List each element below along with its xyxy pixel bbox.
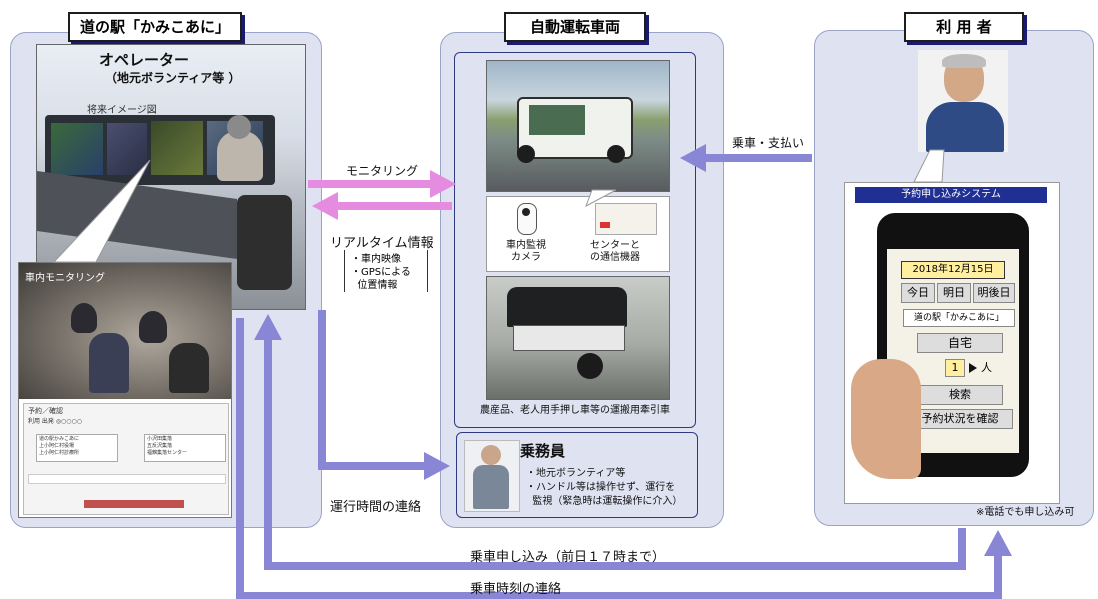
ride-payment-label: 乗車・支払い [732,136,805,150]
realtime-item: ・車内映像 [351,254,401,265]
ride-time-contact-arrow [236,318,1012,599]
crew-bullet: ・ハンドル等は操作せず、運行を [526,482,676,493]
app-destination-button[interactable]: 自宅 [917,333,1003,353]
app-day-after-tomorrow-button[interactable]: 明後日 [973,283,1015,303]
form-title: 予約／確認 [28,407,63,415]
reservation-app-callout: 予約申し込みシステム 2018年12月15日 今日 明日 明後日 道の駅「かみこ… [844,182,1060,504]
form-list-right-item: 福舘集落センター [147,450,188,456]
app-count-field[interactable]: 1 [945,359,965,377]
monitoring-title: 車内モニタリング [25,273,105,284]
future-image-caption: 将来イメージ図 [87,105,157,116]
operator-chair [237,195,292,290]
operation-contact-arrow [318,310,450,480]
trailer-label: 農産品、老人用手押し車等の運搬用牽引車 [480,405,670,416]
station-title: 道の駅「かみこあに」 [68,12,242,42]
form-list-right: 小沢田集落 五反沢集落 福舘集落センター [144,434,226,462]
monitoring-screen: 車内モニタリング 予約／確認 利用 出発 ◎○○○○ 道の駅かみこあに 上小阿仁… [18,262,232,518]
ride-time-contact-label: 乗車時刻の連絡 [470,582,562,597]
form-list-left-item: 道の駅かみこあに [39,436,80,442]
ride-payment-arrow [680,144,812,172]
hand [851,359,921,479]
user-title: 利 用 者 [904,12,1024,42]
form-list-right-item: 小沢田集落 [147,436,173,442]
form-list-left-item: 上小阿仁村役場 [39,443,75,449]
camera-label: 車内監視 カメラ [506,240,546,263]
comm-device-icon [595,203,657,235]
monitoring-label: モニタリング [346,164,419,178]
operator-title: オペレーター [99,51,190,69]
phone-note: ※電話でも申し込み可 [976,507,1075,518]
app-day-tomorrow-button[interactable]: 明日 [937,283,971,303]
app-system-title: 予約申し込みシステム [855,187,1047,203]
crew-bullet: 監視（緊急時は運転操作に介入） [526,496,683,507]
user-photo [918,50,1008,152]
app-count-unit: 人 [981,361,992,374]
vehicle-callout-pointer [585,189,617,208]
app-origin-field[interactable]: 道の駅「かみこあに」 [903,309,1015,327]
app-count-increment-icon[interactable] [969,363,977,373]
crew-photo [464,440,520,512]
camera-icon [517,203,537,235]
form-line: 利用 出発 ◎○○○○ [28,418,82,425]
realtime-item: 位置情報 [351,280,398,291]
trailer-cover [507,287,627,327]
reservation-form: 予約／確認 利用 出発 ◎○○○○ 道の駅かみこあに 上小阿仁村役場 上小阿仁村… [23,403,229,515]
monitoring-video: 車内モニタリング [19,263,231,399]
realtime-info-label: リアルタイム情報 [330,236,434,251]
app-callout-pointer [913,149,945,183]
operator-figure [217,131,263,181]
crew-bullet: ・地元ボランティア等 [526,468,626,479]
app-search-button[interactable]: 検索 [917,385,1003,405]
operator-subtitle: （地元ボランティア等 ） [105,71,241,85]
ride-request-arrow [254,314,966,570]
form-submit-button[interactable] [84,500,184,508]
autonomous-vehicle-photo [486,60,670,192]
monitor-callout-pointer [52,159,151,263]
realtime-info-arrow [312,192,452,220]
app-date: 2018年12月15日 [901,261,1005,279]
app-check-status-button[interactable]: 予約状況を確認 [907,409,1013,429]
vehicle-title: 自動運転車両 [504,12,646,42]
form-date-row [28,474,226,484]
realtime-items-box: ・車内映像 ・GPSによる 位置情報 [344,250,428,292]
equipment-callout [486,196,670,272]
form-list-right-item: 五反沢集落 [147,443,173,449]
comm-device-label: センターと の通信機器 [590,240,640,263]
operation-contact-label: 運行時間の連絡 [330,500,422,515]
form-list-left-item: 上小阿仁村診療所 [39,450,80,456]
form-list-left: 道の駅かみこあに 上小阿仁村役場 上小阿仁村診療所 [36,434,118,462]
trailer-photo [486,276,670,400]
realtime-item: ・GPSによる [351,267,411,278]
ride-request-label: 乗車申し込み（前日１７時まで） [470,550,666,565]
app-day-today-button[interactable]: 今日 [901,283,935,303]
monitoring-arrow [308,170,456,198]
crew-title: 乗務員 [520,442,566,460]
